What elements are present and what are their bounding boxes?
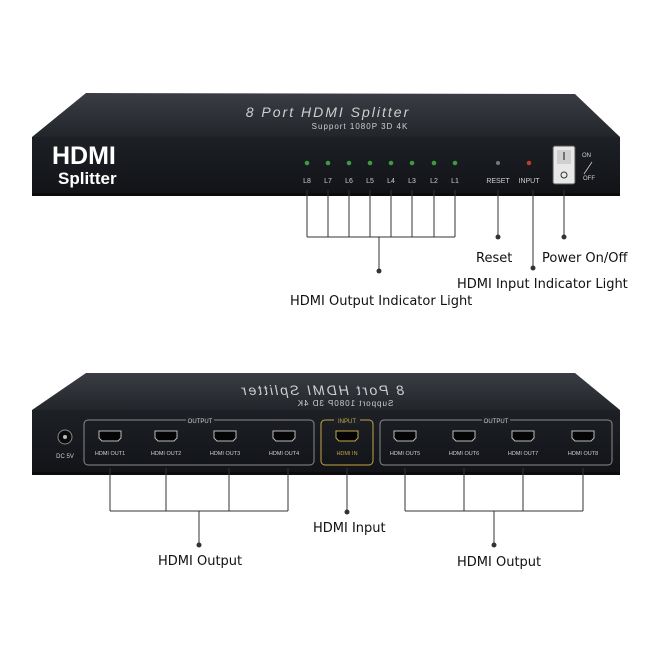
- left-output-callout-lines: [109, 468, 289, 548]
- port-label: HDMI OUT8: [568, 451, 598, 457]
- port-label: HDMI OUT4: [269, 451, 299, 457]
- dc-jack-pin: [63, 435, 67, 439]
- led-label: L5: [366, 178, 374, 185]
- led-l5: [367, 160, 373, 166]
- power-callout-label: Power On/Off: [542, 251, 629, 266]
- led-l1: [452, 160, 458, 166]
- device-bottom-edge: [32, 193, 620, 196]
- input-port-label: HDMI IN: [336, 451, 357, 457]
- hdmi-out3-port[interactable]: [213, 430, 237, 442]
- switch-on-label: ON: [582, 153, 591, 159]
- switch-off-label: OFF: [583, 176, 595, 182]
- rear-top-face-subtitle: Support 1080P 3D 4K: [297, 399, 394, 408]
- output-led-callout-lines: [306, 190, 456, 274]
- output-group-right-label-bg: [482, 416, 510, 424]
- hdmi-out8-port[interactable]: [571, 430, 595, 442]
- led-label: L3: [408, 178, 416, 185]
- top-face-subtitle: Support 1080P 3D 4K: [312, 122, 409, 131]
- led-l2: [431, 160, 437, 166]
- output-led-group: L8 L7 L6 L5 L4 L3 L2 L1: [303, 160, 459, 185]
- port-label: HDMI OUT3: [210, 451, 240, 457]
- right-output-callout-label: HDMI Output: [457, 555, 541, 570]
- output-group-left-label: OUTPUT: [188, 419, 213, 425]
- rear-top-face-title: 8 Port HDMI Splitter: [240, 382, 404, 398]
- reset-callout-label: Reset: [476, 251, 512, 266]
- led-label: L4: [387, 178, 395, 185]
- led-label: L6: [345, 178, 353, 185]
- port-label: HDMI OUT5: [390, 451, 420, 457]
- port-label: HDMI OUT6: [449, 451, 479, 457]
- hdmi-out2-port[interactable]: [154, 430, 178, 442]
- output-indicator-callout-label: HDMI Output Indicator Light: [290, 294, 472, 309]
- led-l8: [304, 160, 310, 166]
- led-label: L2: [430, 178, 438, 185]
- rear-panel-device: 8 Port HDMI Splitter Support 1080P 3D 4K…: [32, 373, 620, 475]
- led-label: L1: [451, 178, 459, 185]
- led-l3: [409, 160, 415, 166]
- led-l6: [346, 160, 352, 166]
- front-panel-device: 8 Port HDMI Splitter Support 1080P 3D 4K…: [32, 93, 620, 196]
- rear-device-bottom-edge: [32, 472, 620, 475]
- brand-hdmi: HDMI: [52, 142, 116, 170]
- hdmi-ports: [98, 430, 595, 442]
- rear-device-front-face: [32, 410, 620, 474]
- reset-label: RESET: [486, 178, 510, 185]
- port-label: HDMI OUT1: [95, 451, 125, 457]
- rear-device-top-face: [32, 373, 620, 410]
- led-l7: [325, 160, 331, 166]
- device-front-face: [32, 137, 620, 195]
- right-output-callout-lines: [404, 468, 584, 548]
- led-label: L8: [303, 178, 311, 185]
- port-label: HDMI OUT7: [508, 451, 538, 457]
- hdmi-out4-port[interactable]: [272, 430, 296, 442]
- input-led: [526, 160, 532, 166]
- input-group-label-bg: [334, 416, 360, 424]
- output-group-right-label: OUTPUT: [484, 419, 509, 425]
- switch-slash: [583, 161, 593, 175]
- hdmi-in-port[interactable]: [335, 430, 359, 442]
- input-indicator-callout-label: HDMI Input Indicator Light: [457, 277, 628, 292]
- led-label: L7: [324, 178, 332, 185]
- input-label: INPUT: [519, 178, 541, 185]
- reset-pinhole[interactable]: [496, 161, 500, 165]
- input-callout-label: HDMI Input: [313, 521, 386, 536]
- hdmi-out5-port[interactable]: [393, 430, 417, 442]
- hdmi-out1-port[interactable]: [98, 430, 122, 442]
- device-top-face: [32, 93, 620, 137]
- power-off-icon: [560, 171, 568, 179]
- hdmi-out6-port[interactable]: [452, 430, 476, 442]
- hdmi-out7-port[interactable]: [511, 430, 535, 442]
- output-group-left-label-bg: [186, 416, 214, 424]
- brand-splitter: Splitter: [58, 169, 117, 188]
- top-face-title: 8 Port HDMI Splitter: [246, 104, 410, 120]
- left-output-callout-label: HDMI Output: [158, 554, 242, 569]
- port-label: HDMI OUT2: [151, 451, 181, 457]
- dc-label: DC 5V: [56, 454, 74, 460]
- input-group-label: INPUT: [338, 419, 356, 425]
- led-l4: [388, 160, 394, 166]
